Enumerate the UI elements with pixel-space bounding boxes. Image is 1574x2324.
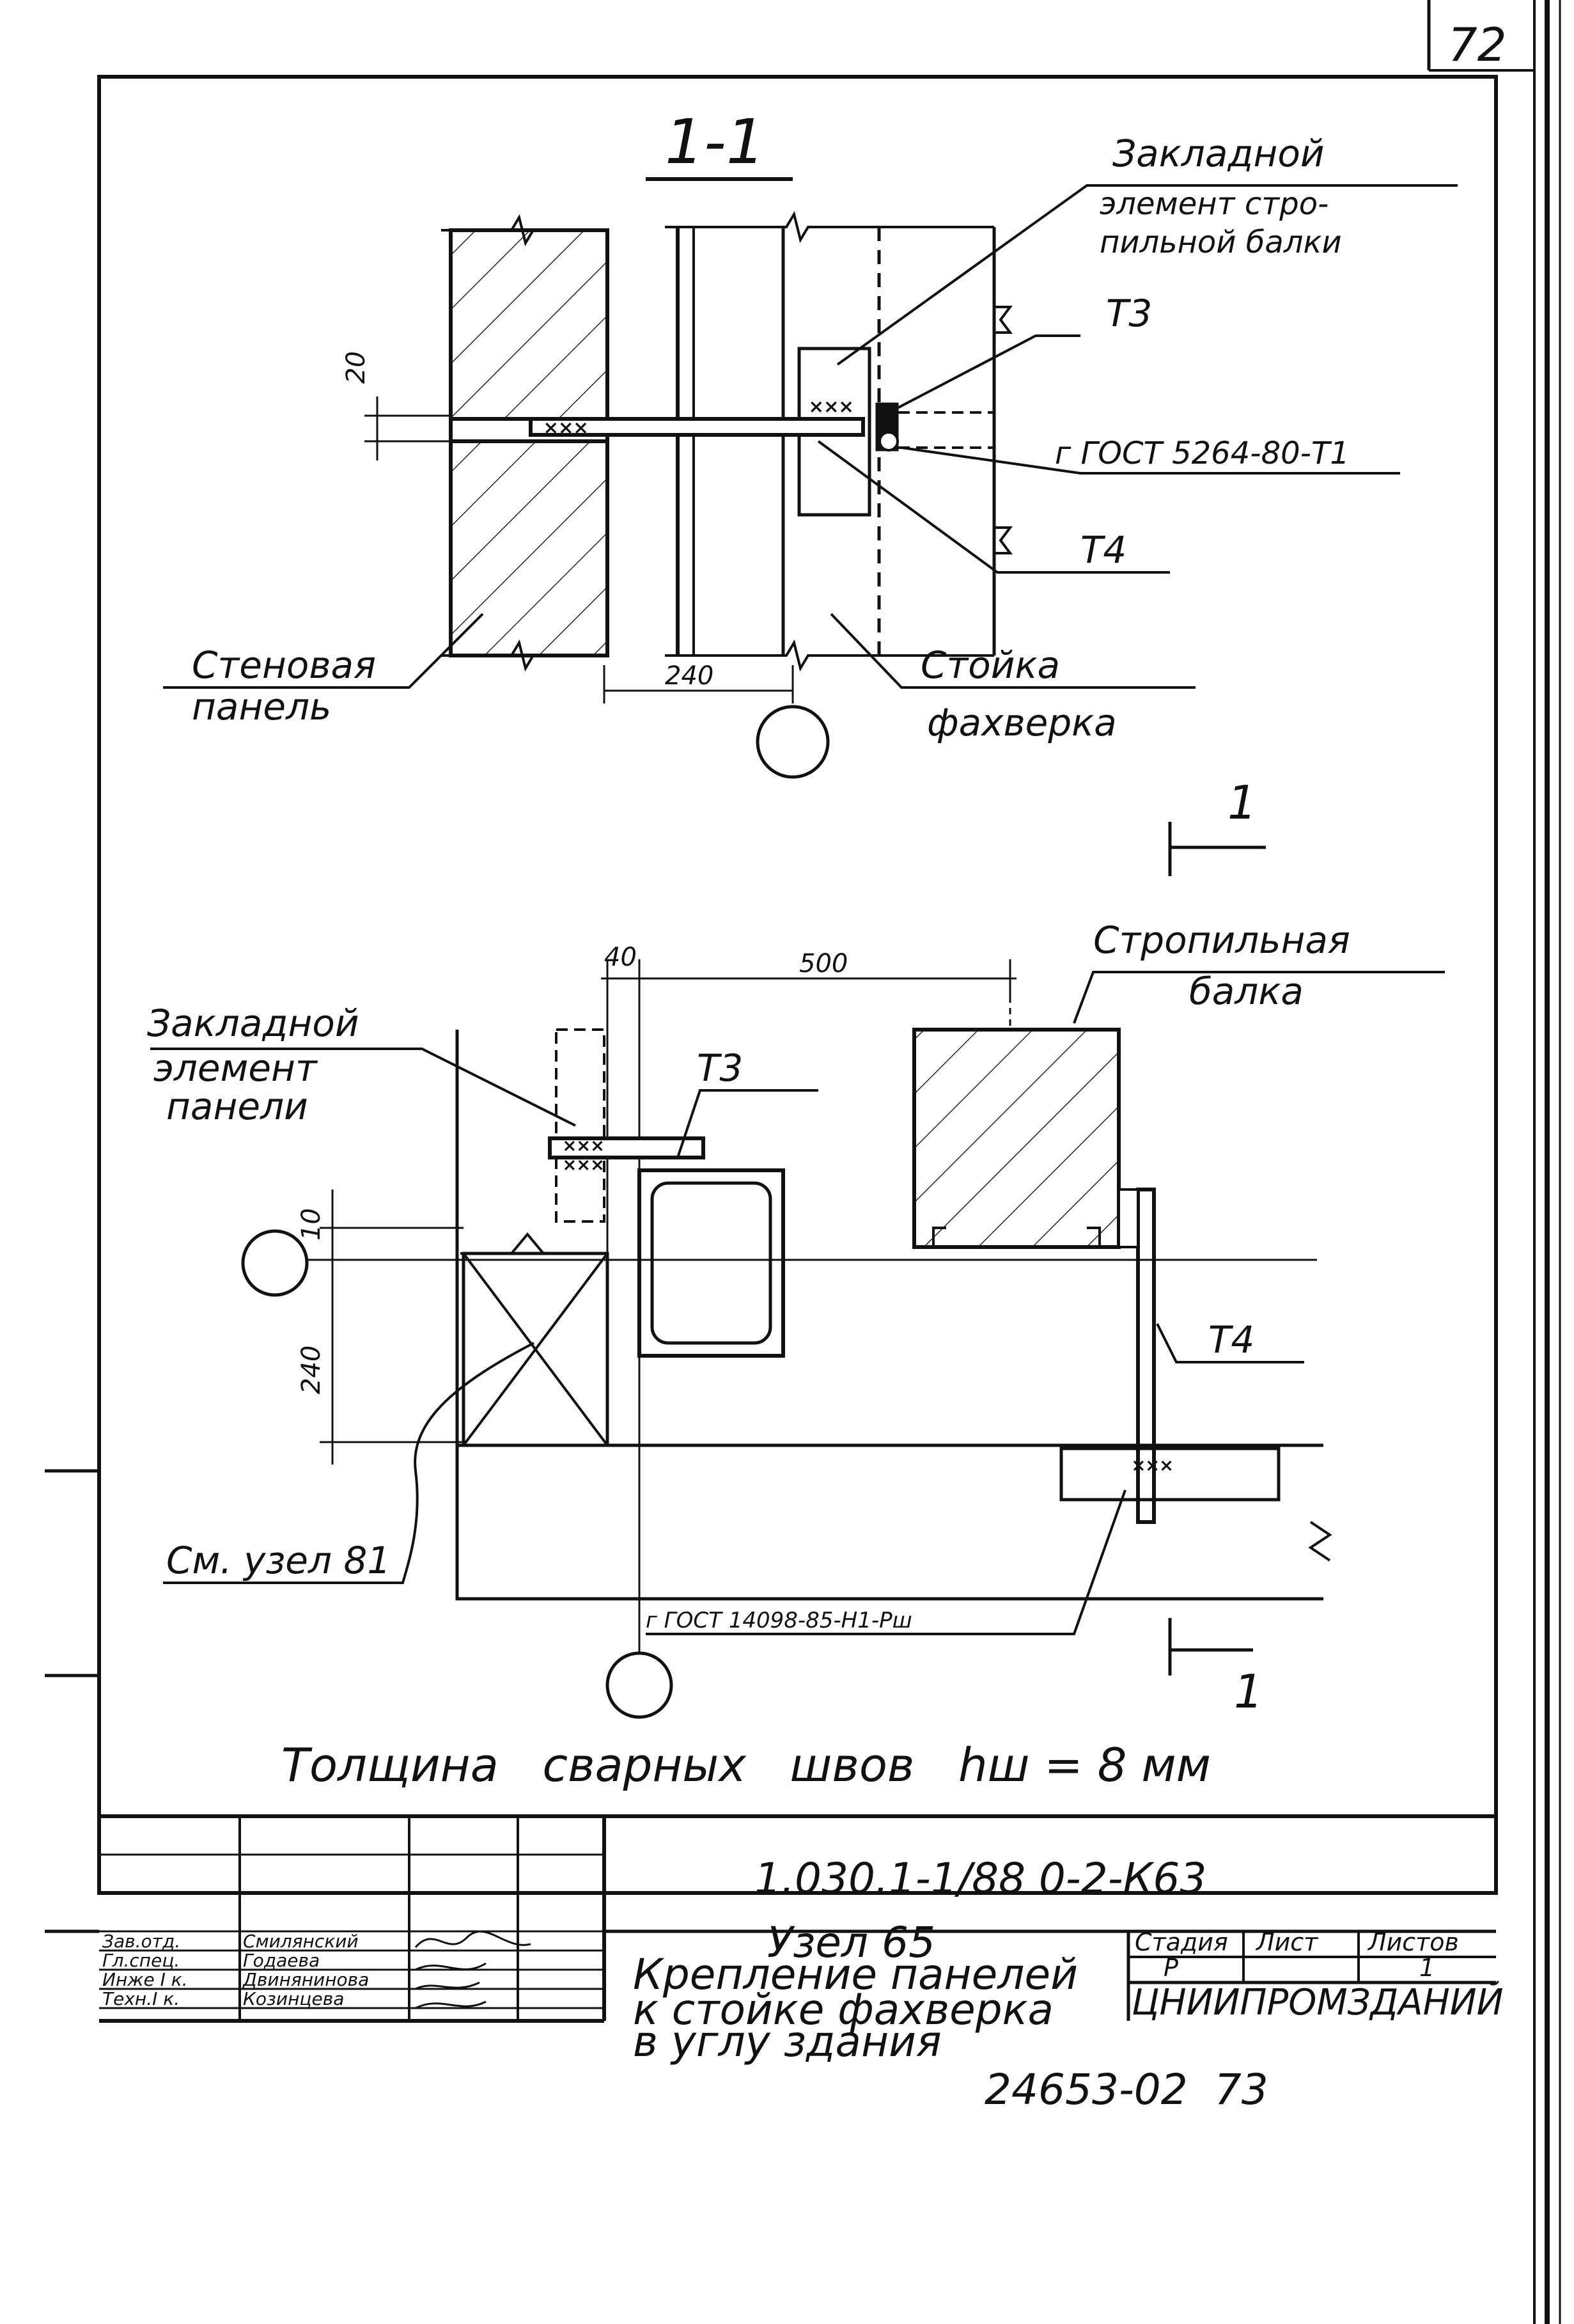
plan-t4-label: Т4 [1208,1318,1254,1362]
sig-role: Гл.спец. [102,1950,180,1971]
embedded-beam-label-1: Закладной [1112,132,1325,175]
signature-rows: Зав.отд. Смилянский Гл.спец. Годаева Инж… [102,1930,531,2009]
plan-t3-label: Т3 [697,1046,743,1090]
dim-40: 40 [604,943,637,972]
break-marks [441,210,1013,672]
sig-name: Козинцева [243,1988,344,2009]
page-number: 72 [1448,18,1507,72]
organization: ЦНИИПРОМЗДАНИЙ [1132,1982,1504,2023]
t3-label: Т3 [1106,292,1152,335]
archive-number: 24653-02 73 [985,2065,1268,2114]
rafter-beam-label-1: Стропильная [1093,918,1350,962]
t4-label: Т4 [1080,528,1126,572]
sig-name: Смилянский [243,1931,359,1952]
dim-240: 240 [297,1346,326,1394]
plan-dimensions [307,959,1317,1637]
plan-weld-gost-label: г ГОСТ 14098-85-Н1-Рш [646,1608,912,1633]
node-title: Узел 65 [767,1918,935,1967]
title-block [99,1814,1496,2023]
wall-panel-plan [455,985,641,1676]
dim-10: 10 [297,1208,326,1241]
sig-name: Годаева [243,1950,320,1971]
title-line-1: Крепление панелей [633,1950,1078,1999]
axis-bubble-bottom [605,1651,673,1719]
svg-text:×××: ××× [1132,1456,1173,1475]
svg-text:×××: ××× [563,1136,604,1156]
col-sheet: Лист [1255,1928,1319,1956]
sig-role: Зав.отд. [102,1931,180,1952]
signature-scribble [414,1930,531,2009]
sig-role: Инже I к. [102,1969,188,1990]
section-mark-bottom: 1 [1234,1665,1263,1718]
embedded-beam-label-2: элемент стро- [1100,186,1329,222]
wall-panel-label-1: Стеновая [192,643,376,687]
section-dimensions [364,396,794,703]
sheets-value: 1 [1419,1954,1435,1982]
sig-role: Техн.I к. [102,1988,180,2009]
section-mark-top: 1 [1227,776,1257,829]
dim-500: 500 [799,949,848,978]
dim-offset: 240 [665,661,713,691]
weld-thickness-note: Толщина сварных швов hш = 8 мм [281,1738,1211,1792]
plan-leaders [150,971,1445,1635]
section-leaders [163,184,1458,689]
svg-text:×××: ××× [563,1156,604,1175]
embedded-panel-label-3: панели [166,1085,308,1128]
axis-bubble-left [241,1229,309,1297]
embedded-panel-label-2: элемент [153,1046,318,1090]
weld-gost-label: г ГОСТ 5264-80-Т1 [1055,436,1350,471]
post-section [676,227,996,656]
title-line-3: в углу здания [633,2017,942,2066]
svg-text:×××: ××× [809,396,853,417]
plan-view: 1 1 ××× ××× [147,776,1445,1719]
section-cut-marks [1168,822,1266,1676]
section-title: 1-1 [665,106,765,178]
stage-value: Р [1164,1954,1178,1982]
svg-text:×××: ××× [543,417,588,438]
tube-post-plan: ××× ××× [548,1136,785,1358]
designation: 1.030.1-1/88 0-2-К63 [754,1854,1206,1903]
col-stage: Стадия [1135,1928,1228,1956]
embedded-beam-label-3: пильной балки [1100,224,1342,260]
axis-bubble [756,705,830,779]
sig-name: Двинянинова [242,1969,369,1990]
lower-element-plan: ××× [455,1443,1332,1601]
title-line-2: к стойке фахверка [633,1985,1054,2034]
col-sheets: Листов [1367,1928,1459,1956]
wall-panel-section [449,228,609,657]
sheet-frame [45,0,1561,2324]
post-label-2: фахверка [927,701,1117,744]
rafter-beam-label-2: балка [1189,970,1304,1013]
dim-gap: 20 [341,351,371,384]
section-plate: ××× ××× [529,396,994,451]
embedded-panel-label-1: Закладной [147,1001,359,1045]
post-label-1: Стойка [921,643,1060,687]
see-node-label: См. узел 81 [166,1539,391,1582]
section-view: 1-1 ××× ××× [163,106,1458,779]
wall-panel-label-2: панель [192,685,331,728]
rafter-beam-plan [912,985,1156,1524]
